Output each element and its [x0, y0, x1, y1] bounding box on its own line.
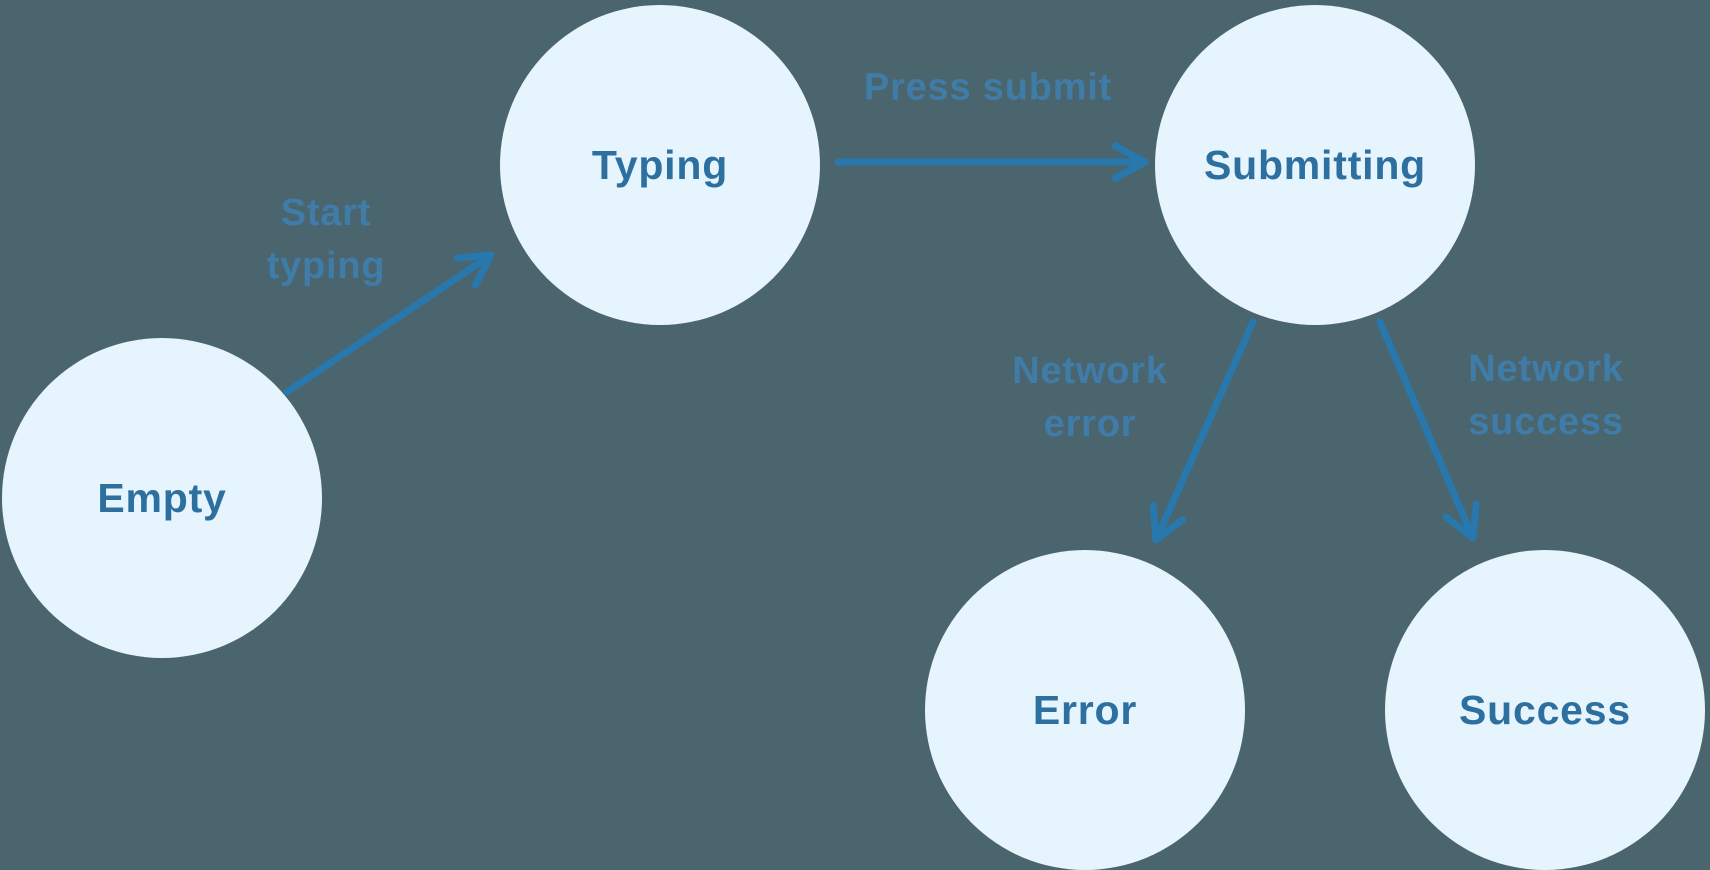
state-node-label: Error [1032, 686, 1138, 733]
arrowhead-icon [453, 251, 495, 289]
edge-label-network-success: Network success [1468, 343, 1624, 449]
state-node-label: Success [1458, 686, 1631, 733]
state-node-label: Typing [591, 141, 729, 188]
edge-label-line: success [1468, 401, 1624, 443]
edge-network-error-arrow [1149, 318, 1257, 544]
state-node-label: Empty [97, 474, 227, 521]
state-node-label: Submitting [1203, 141, 1427, 188]
edge-label-line: Press submit [863, 66, 1113, 109]
state-node-submitting: Submitting [1155, 5, 1475, 325]
edge-label-line: Network [1012, 350, 1168, 392]
arrowhead-icon [1149, 502, 1187, 544]
state-node-typing: Typing [500, 5, 820, 325]
state-node-empty: Empty [2, 338, 322, 658]
arrowhead-icon [1111, 142, 1149, 182]
state-node-success: Success [1385, 550, 1705, 870]
edge-label-press-submit: Press submit [864, 62, 1112, 115]
arrowhead-icon [1442, 500, 1480, 542]
edge-label-network-error: Network error [1012, 345, 1168, 451]
edge-label-start-typing: Start typing [267, 187, 386, 293]
edge-label-line: error [1043, 403, 1137, 445]
edge-network-success-arrow [1376, 318, 1480, 542]
edge-label-line: Start [280, 192, 372, 234]
edge-label-line: typing [266, 245, 386, 287]
state-node-error: Error [925, 550, 1245, 870]
edge-press-submit-arrow [834, 142, 1149, 182]
edge-label-line: Network [1468, 348, 1624, 390]
edge-start-typing-arrow [283, 251, 495, 396]
